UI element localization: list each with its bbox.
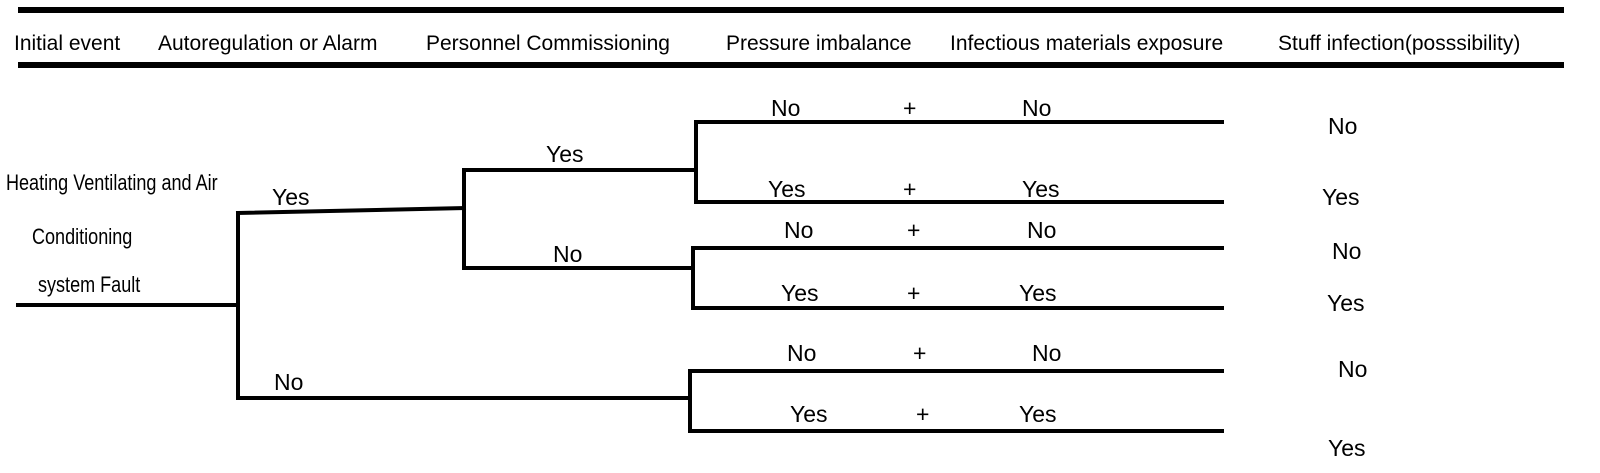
initial-event-line-3: system Fault bbox=[38, 272, 141, 297]
infection-label: Yes bbox=[1327, 290, 1365, 316]
pressure-label: No bbox=[787, 340, 817, 366]
header-personnel: Personnel Commissioning bbox=[426, 32, 670, 55]
initial-event-line-2: Conditioning bbox=[32, 224, 133, 249]
infection-label: Yes bbox=[1322, 184, 1360, 210]
autoregulation-yes-label: Yes bbox=[272, 184, 310, 210]
header-pressure: Pressure imbalance bbox=[726, 32, 912, 55]
plus-label: + bbox=[903, 95, 917, 121]
autoregulation-no-label: No bbox=[274, 369, 304, 395]
exposure-label: No bbox=[1027, 217, 1057, 243]
plus-label: + bbox=[913, 340, 927, 366]
pressure-label: No bbox=[784, 217, 814, 243]
personnel-yes-label: Yes bbox=[546, 141, 584, 167]
exposure-label: Yes bbox=[1019, 280, 1057, 306]
exposure-label: No bbox=[1022, 95, 1052, 121]
pressure-label: Yes bbox=[781, 280, 819, 306]
plus-label: + bbox=[907, 280, 921, 306]
plus-label: + bbox=[916, 401, 930, 427]
personnel-no-label: No bbox=[553, 241, 583, 267]
header-top-rule bbox=[18, 7, 1564, 13]
infection-label: No bbox=[1328, 113, 1358, 139]
exposure-label: Yes bbox=[1019, 401, 1057, 427]
header-infection: Stuff infection(posssibility) bbox=[1278, 32, 1521, 55]
header-bottom-rule bbox=[18, 62, 1564, 68]
plus-label: + bbox=[907, 217, 921, 243]
infection-label: No bbox=[1338, 356, 1368, 382]
header-autoregulation: Autoregulation or Alarm bbox=[158, 32, 378, 55]
infection-label: Yes bbox=[1328, 435, 1366, 461]
initial-event-line-1: Heating Ventilating and Air bbox=[6, 170, 218, 195]
infection-label: No bbox=[1332, 238, 1362, 264]
plus-label: + bbox=[903, 176, 917, 202]
exposure-label: Yes bbox=[1022, 176, 1060, 202]
pressure-label: Yes bbox=[768, 176, 806, 202]
exposure-label: No bbox=[1032, 340, 1062, 366]
autoregulation-yes-line bbox=[235, 205, 467, 216]
header-exposure: Infectious materials exposure bbox=[950, 32, 1224, 55]
pressure-label: No bbox=[771, 95, 801, 121]
header-initial-event: Initial event bbox=[14, 32, 121, 55]
pressure-label: Yes bbox=[790, 401, 828, 427]
